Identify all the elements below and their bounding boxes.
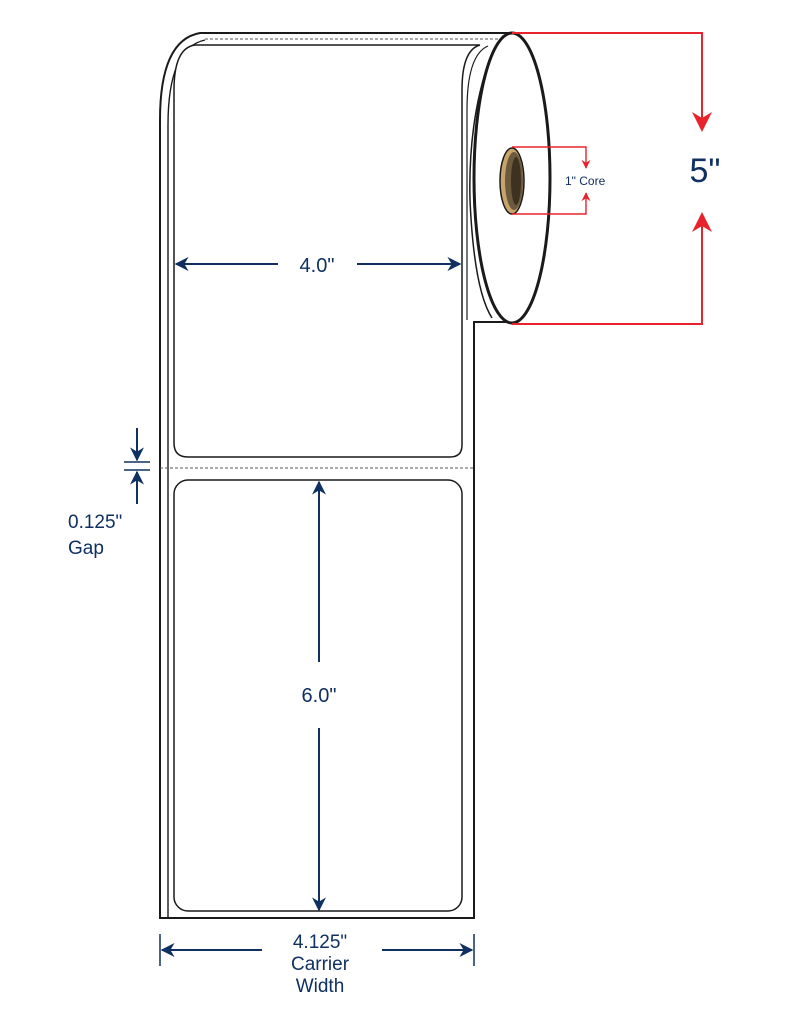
roll-side-edge [469, 57, 493, 319]
carrier-value-label: 4.125" [293, 932, 347, 953]
label-height-label: 6.0" [302, 685, 337, 707]
core-shadow [511, 157, 521, 205]
roll-diameter-label: 5" [690, 152, 721, 190]
gap-value-label: 0.125" [68, 512, 122, 533]
roll-dim-bottom-bracket [512, 212, 712, 325]
carrier-word1-label: Carrier [291, 954, 350, 975]
core-dim-bottom [512, 192, 591, 215]
roll-dim-top-bracket [512, 32, 712, 132]
core-dim-top [512, 146, 591, 169]
label-width-label: 4.0" [300, 255, 335, 277]
core-size-label: 1" Core [565, 174, 606, 188]
label-top-inner-edge [466, 45, 489, 320]
carrier-word2-label: Width [296, 976, 345, 997]
gap-word-label: Gap [68, 538, 104, 559]
label-top [173, 44, 481, 458]
